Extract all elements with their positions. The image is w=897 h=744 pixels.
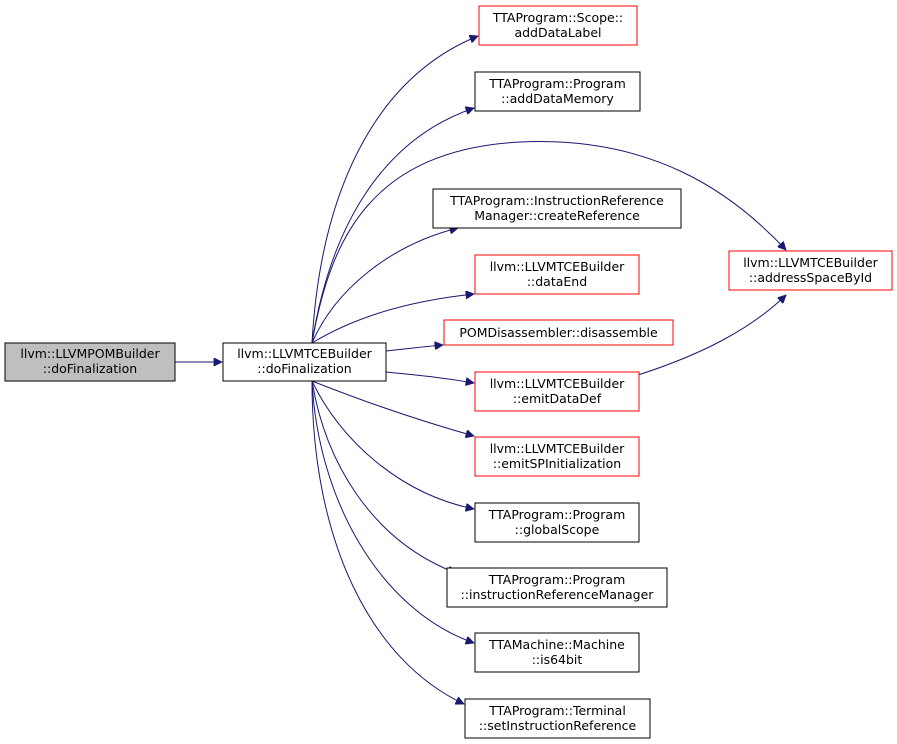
edge-n1-n9: [311, 380, 474, 436]
node-box: [478, 5, 638, 46]
node-scope-add-data-label[interactable]: TTAProgram::Scope:: addDataLabel: [478, 5, 638, 46]
edge-n1-n5: [311, 228, 458, 344]
node-label-line-2: ::doFinalization: [257, 361, 351, 376]
node-program-instruction-reference-manager[interactable]: TTAProgram::Program ::instructionReferen…: [446, 567, 668, 608]
node-box: [446, 567, 668, 608]
edge-n1-n12: [311, 380, 474, 643]
node-machine-is64bit[interactable]: TTAMachine::Machine ::is64bit: [474, 632, 640, 673]
edge-n1-n4: [311, 141, 786, 344]
edge-n1-n2: [311, 36, 478, 344]
node-label-line-1: TTAProgram::Scope::: [492, 10, 623, 25]
node-box: [443, 319, 674, 346]
node-box: [432, 188, 682, 229]
node-label-line-2: ::emitDataDef: [513, 391, 602, 406]
node-pom-disassembler-disassemble[interactable]: POMDisassembler::disassemble: [443, 319, 674, 346]
node-llvm-tce-builder-address-space-by-id[interactable]: llvm::LLVMTCEBuilder ::addressSpaceById: [728, 250, 893, 291]
node-llvm-tce-builder-data-end[interactable]: llvm::LLVMTCEBuilder ::dataEnd: [474, 254, 640, 295]
nodes: llvm::LLVMPOMBuilder ::doFinalization ll…: [4, 5, 893, 739]
node-label-line-2: ::instructionReferenceManager: [461, 587, 655, 602]
node-label-line-1: TTAProgram::Program: [488, 76, 626, 91]
node-program-global-scope[interactable]: TTAProgram::Program ::globalScope: [474, 502, 640, 543]
node-llvm-tce-builder-emit-data-def[interactable]: llvm::LLVMTCEBuilder ::emitDataDef: [474, 371, 640, 412]
node-label-line-1: llvm::LLVMPOMBuilder: [20, 346, 160, 361]
node-label-line-1: TTAMachine::Machine: [488, 637, 625, 652]
edge-n1-n8: [385, 371, 474, 383]
node-box: [464, 698, 651, 739]
node-label-line-2: ::addDataMemory: [501, 91, 614, 106]
node-label-line-2: ::setInstructionReference: [479, 718, 637, 733]
node-label-line-2: ::is64bit: [532, 652, 583, 667]
node-label-line-1: llvm::LLVMTCEBuilder: [490, 376, 625, 391]
node-label-line-2: Manager::createReference: [474, 208, 640, 223]
edge-n1-n10: [311, 380, 474, 509]
node-box: [222, 342, 387, 382]
node-box: [474, 502, 640, 543]
node-label-line-1: llvm::LLVMTCEBuilder: [490, 441, 625, 456]
node-box: [474, 254, 640, 295]
node-box: [4, 342, 176, 382]
node-box: [474, 436, 640, 477]
node-instruction-reference-manager-create-reference[interactable]: TTAProgram::InstructionReference Manager…: [432, 188, 682, 229]
edge-n8-n4: [637, 295, 786, 376]
node-box: [728, 250, 893, 291]
node-label-line-2: ::emitSPInitialization: [493, 456, 621, 471]
node-label-line-1: TTAProgram::Program: [488, 507, 626, 522]
edge-n1-n13: [311, 380, 464, 704]
node-box: [474, 71, 641, 112]
node-label-line-2: ::doFinalization: [43, 361, 137, 376]
node-label-line-1: llvm::LLVMTCEBuilder: [490, 259, 625, 274]
node-label-line-1: TTAProgram::Terminal: [488, 703, 626, 718]
node-label-line-1: TTAProgram::InstructionReference: [449, 193, 664, 208]
node-llvm-tce-builder-do-finalization[interactable]: llvm::LLVMTCEBuilder ::doFinalization: [222, 342, 387, 382]
node-label-line-1: POMDisassembler::disassemble: [459, 325, 658, 340]
node-label-line-2: ::addressSpaceById: [749, 270, 872, 285]
node-label-line-2: ::dataEnd: [527, 274, 587, 289]
node-terminal-set-instruction-reference[interactable]: TTAProgram::Terminal ::setInstructionRef…: [464, 698, 651, 739]
node-llvm-pom-builder-do-finalization[interactable]: llvm::LLVMPOMBuilder ::doFinalization: [4, 342, 176, 382]
node-label-line-2: ::globalScope: [515, 522, 600, 537]
node-box: [474, 632, 640, 673]
node-box: [474, 371, 640, 412]
node-llvm-tce-builder-emit-sp-initialization[interactable]: llvm::LLVMTCEBuilder ::emitSPInitializat…: [474, 436, 640, 477]
node-program-add-data-memory[interactable]: TTAProgram::Program ::addDataMemory: [474, 71, 641, 112]
edge-n1-n7: [385, 345, 443, 352]
edge-n1-n6: [311, 294, 474, 344]
edge-n1-n11: [311, 380, 456, 573]
node-label-line-1: llvm::LLVMTCEBuilder: [237, 346, 372, 361]
node-label-line-1: TTAProgram::Program: [488, 572, 626, 587]
node-label-line-2: addDataLabel: [514, 25, 601, 40]
edges: [175, 36, 786, 704]
node-label-line-1: llvm::LLVMTCEBuilder: [743, 255, 878, 270]
